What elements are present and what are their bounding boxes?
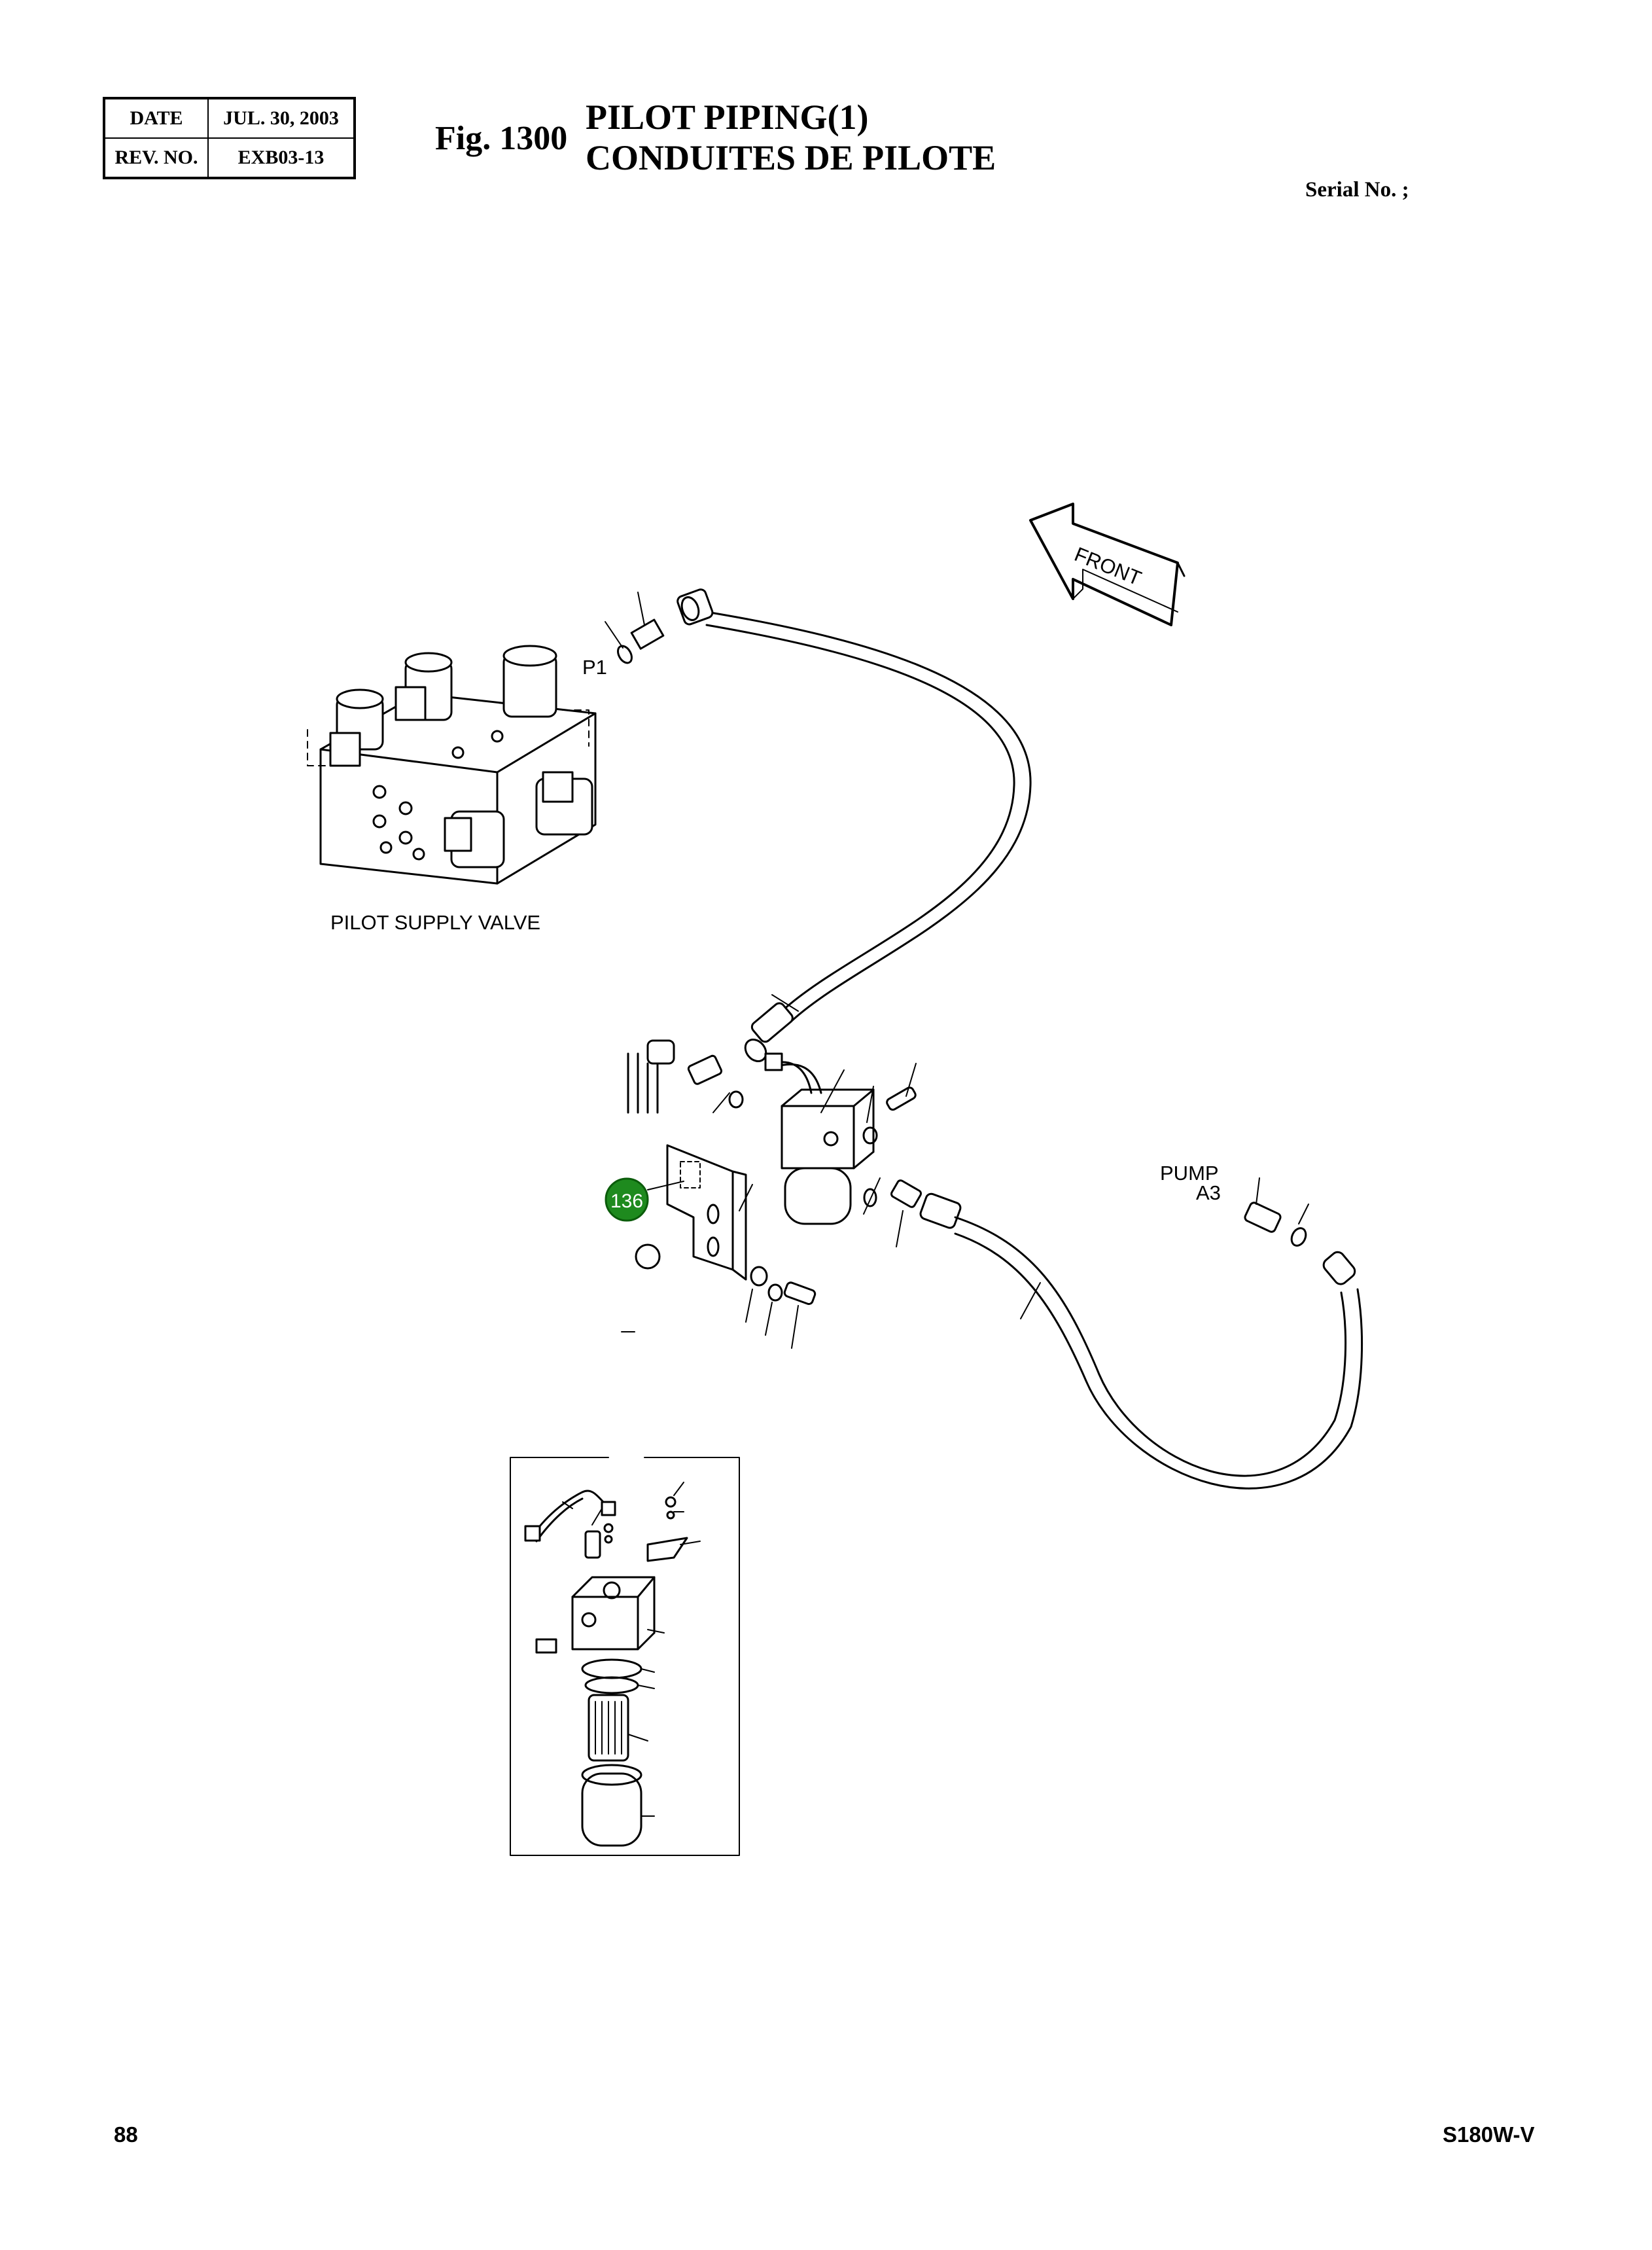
serial-number: Serial No. ; bbox=[1305, 178, 1409, 202]
figure-title-english: PILOT PIPING(1) bbox=[586, 98, 869, 137]
filter-detail-inset bbox=[510, 1457, 740, 1856]
side-hoses bbox=[627, 1039, 675, 1114]
page-number: 88 bbox=[114, 2122, 138, 2147]
figure-title-french: CONDUITES DE PILOTE bbox=[586, 138, 996, 177]
filter-bracket bbox=[666, 1144, 753, 1281]
p1-label: P1 bbox=[582, 656, 607, 679]
figure-number: Fig. 1300 bbox=[435, 120, 568, 157]
pilot-supply-valve-label: PILOT SUPPLY VALVE bbox=[330, 911, 540, 934]
callout-136[interactable]: 136 bbox=[605, 1177, 684, 1222]
pilot-hose-lower bbox=[919, 1192, 1363, 1490]
pilot-supply-valve-drawing bbox=[307, 645, 597, 885]
callout-136-label[interactable]: 136 bbox=[610, 1190, 643, 1212]
front-arrow bbox=[1029, 503, 1186, 626]
filter-fittings bbox=[635, 1054, 922, 1349]
date-value: JUL. 30, 2003 bbox=[207, 98, 355, 139]
line-filter-assembly bbox=[764, 1052, 875, 1225]
pilot-hose-upper bbox=[677, 588, 1032, 1062]
pump-label: PUMP bbox=[1160, 1162, 1219, 1185]
model-number: S180W-V bbox=[1443, 2122, 1535, 2147]
pump-port-label: A3 bbox=[1196, 1181, 1221, 1204]
date-label: DATE bbox=[103, 98, 209, 139]
pump-fitting bbox=[1244, 1177, 1309, 1247]
rev-value: EXB03-13 bbox=[207, 137, 355, 179]
revision-info-table: DATE JUL. 30, 2003 REV. NO. EXB03-13 bbox=[103, 97, 356, 179]
p1-fitting bbox=[605, 592, 665, 664]
rev-label: REV. NO. bbox=[103, 137, 209, 179]
